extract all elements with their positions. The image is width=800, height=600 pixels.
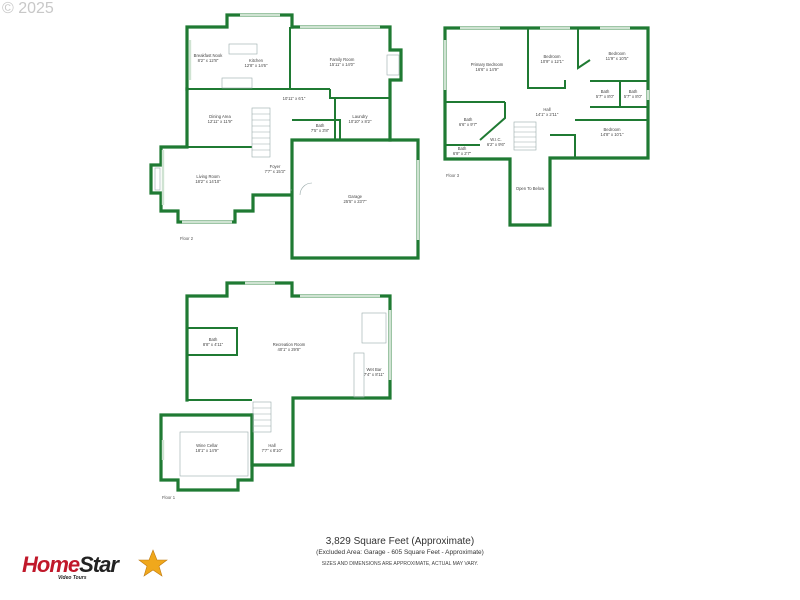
floor-2-walls bbox=[149, 13, 420, 260]
copyright-watermark: © 2025 bbox=[2, 0, 54, 17]
room-dim: 18'1" x 14'9" bbox=[196, 448, 219, 453]
room-dim: 8'8" x 4'11" bbox=[203, 342, 224, 347]
room-dim: 10'9" x 12'1" bbox=[541, 59, 564, 64]
room-name: Living Room bbox=[196, 174, 220, 179]
floor-label: Floor 3 bbox=[446, 173, 460, 178]
room-name: Bath bbox=[458, 146, 467, 151]
room-name: Foyer bbox=[270, 164, 281, 169]
room-dim: 7'4" x 8'11" bbox=[364, 372, 385, 377]
floor-3-labels: Primary Bedroom 16'6" x 14'9" Bedroom 10… bbox=[446, 51, 643, 191]
room-dim: 8'2" x 12'8" bbox=[198, 58, 219, 63]
floor-label: Floor 2 bbox=[180, 236, 194, 241]
room-dim: 15'11" x 14'0" bbox=[330, 62, 355, 67]
room-dim: 6'2" x 9'6" bbox=[487, 142, 506, 147]
room-dim: 11'9" x 10'5" bbox=[606, 56, 629, 61]
room-dim: 10'10" x 8'2" bbox=[349, 119, 372, 124]
room-dim: 14'1" x 2'11" bbox=[536, 112, 559, 117]
room-dim: 16'6" x 14'9" bbox=[476, 67, 499, 72]
room-dim: 5'7" x 8'0" bbox=[624, 94, 643, 99]
room-name: Kitchen bbox=[249, 58, 264, 63]
room-name: Hall bbox=[543, 107, 550, 112]
floor-label: Floor 1 bbox=[162, 495, 176, 500]
room-name: Primary Bedroom bbox=[471, 62, 504, 67]
room-dim: 40'1" x 29'8" bbox=[278, 347, 301, 352]
room-name: Bath bbox=[316, 123, 325, 128]
room-name: Bedroom bbox=[609, 51, 627, 56]
room-name: Wine Cellar bbox=[196, 443, 218, 448]
floor-1-labels: Bath 8'8" x 4'11" Recreation Room 40'1" … bbox=[162, 337, 385, 500]
room-dim: 25'5" x 23'7" bbox=[344, 199, 367, 204]
room-name: Family Room bbox=[330, 57, 355, 62]
room-dim: 7'7" x 8'10" bbox=[262, 448, 283, 453]
room-dim: 14'8" x 10'1" bbox=[601, 132, 624, 137]
room-name: W.I.C. bbox=[490, 137, 501, 142]
svg-text:HomeStar: HomeStar bbox=[22, 552, 120, 577]
svg-text:Video Tours: Video Tours bbox=[58, 575, 87, 581]
area-summary: 3,829 Square Feet (Approximate) (Exclude… bbox=[300, 536, 500, 567]
homestar-logo: HomeStar Video Tours bbox=[22, 549, 168, 581]
room-name: Laundry bbox=[352, 114, 368, 119]
room-dim: 6'9" x 2'7" bbox=[453, 151, 472, 156]
room-name: Bath bbox=[629, 89, 638, 94]
floor-2-labels: Breakfast Nook 8'2" x 12'8" Kitchen 12'8… bbox=[180, 53, 372, 241]
room-name: Dining Area bbox=[209, 114, 231, 119]
disclaimer: SIZES AND DIMENSIONS ARE APPROXIMATE, AC… bbox=[321, 561, 479, 567]
room-dim: 12'11" x 11'9" bbox=[208, 119, 233, 124]
room-dim: 5'7" x 8'0" bbox=[596, 94, 615, 99]
room-name: Open To Below bbox=[516, 186, 545, 191]
room-name: Bath bbox=[209, 337, 218, 342]
room-name: Breakfast Nook bbox=[194, 53, 224, 58]
room-name: Wet Bar bbox=[366, 367, 382, 372]
total-square-feet: 3,829 Square Feet (Approximate) bbox=[325, 536, 475, 547]
room-name: Garage bbox=[348, 194, 363, 199]
room-dim: 10'11" x 6'1" bbox=[283, 96, 306, 101]
room-dim: 7'5" x 3'8" bbox=[311, 128, 330, 133]
room-name: Bath bbox=[601, 89, 610, 94]
room-dim: 7'7" x 15'3" bbox=[265, 169, 286, 174]
room-name: Hall bbox=[268, 443, 275, 448]
excluded-area: (Excluded Area: Garage - 605 Square Feet… bbox=[316, 549, 484, 556]
room-name: Recreation Room bbox=[273, 342, 306, 347]
floor-3-walls bbox=[443, 26, 650, 227]
room-name: Bedroom bbox=[544, 54, 562, 59]
star-icon bbox=[138, 549, 168, 577]
room-dim: 6'6" x 9'7" bbox=[459, 122, 478, 127]
room-dim: 18'2" x 14'10" bbox=[195, 179, 221, 184]
room-dim: 12'8" x 14'6" bbox=[245, 63, 268, 68]
floor-1-walls bbox=[159, 281, 392, 492]
room-name: Bedroom bbox=[604, 127, 622, 132]
room-name: Bath bbox=[464, 117, 473, 122]
